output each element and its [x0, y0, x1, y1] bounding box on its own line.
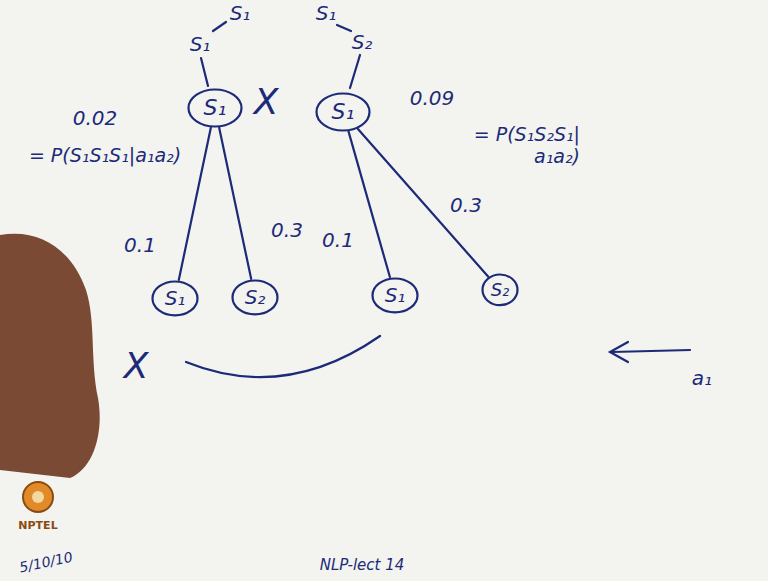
probability-label: 0.3 [448, 194, 484, 217]
state-name: S₁ [165, 287, 186, 309]
state-name: S₁ [204, 96, 227, 120]
state-name: S₁ [385, 284, 406, 306]
logo-text: NPTEL [18, 520, 57, 533]
tree-branch [350, 55, 360, 88]
state-node: S₂ [481, 273, 519, 307]
state-name: S₂ [491, 280, 510, 300]
node-ellipse [233, 280, 278, 314]
probability-label: 0.1 [122, 234, 158, 257]
board-note: = P(S₁S₂S₁| a₁a₂) [430, 124, 580, 168]
node-ellipse [373, 278, 418, 312]
board-note: = P(S₁S₁S₁|a₁a₂) [29, 145, 181, 167]
board-note: S₁ [316, 2, 337, 25]
board-note: S₁ [230, 2, 251, 25]
tree-edge [179, 128, 211, 280]
tree-branch [201, 58, 208, 86]
state-node: S₁ [315, 92, 371, 132]
node-ellipse [153, 281, 198, 315]
tree-edge [349, 132, 390, 277]
comparison-curve [186, 336, 380, 377]
nptel-logo [23, 482, 53, 512]
tree-branch [337, 25, 351, 31]
hand [0, 234, 100, 478]
footer-note: NLP-lect 14 [320, 557, 405, 574]
tree-edge [219, 128, 251, 279]
node-ellipse [317, 94, 370, 131]
footer-note: 5/10/10 [18, 549, 74, 576]
board-note: a₁ [692, 367, 712, 390]
state-node: S₁ [151, 280, 199, 317]
state-name: S₁ [332, 100, 355, 124]
probability-label: 0.3 [269, 219, 305, 242]
board-note: 0.02 [73, 107, 118, 130]
state-node: S₂ [231, 279, 279, 316]
node-ellipse [483, 275, 518, 306]
board-note: S₂ [352, 31, 373, 54]
arrow-head [610, 342, 628, 362]
board-note: X [254, 81, 279, 122]
probability-label: 0.1 [320, 229, 356, 252]
node-ellipse [189, 90, 242, 127]
board-note: S₁ [190, 33, 211, 56]
state-node: S₁ [371, 277, 419, 314]
board-note: 0.09 [410, 87, 455, 110]
state-node: S₁ [187, 88, 243, 128]
state-name: S₂ [245, 286, 266, 308]
tree-edge [358, 129, 488, 277]
tree-branch [213, 22, 226, 31]
nptel-logo-centre [32, 491, 44, 503]
board-note: X [124, 345, 149, 386]
arrow-line [612, 350, 690, 352]
